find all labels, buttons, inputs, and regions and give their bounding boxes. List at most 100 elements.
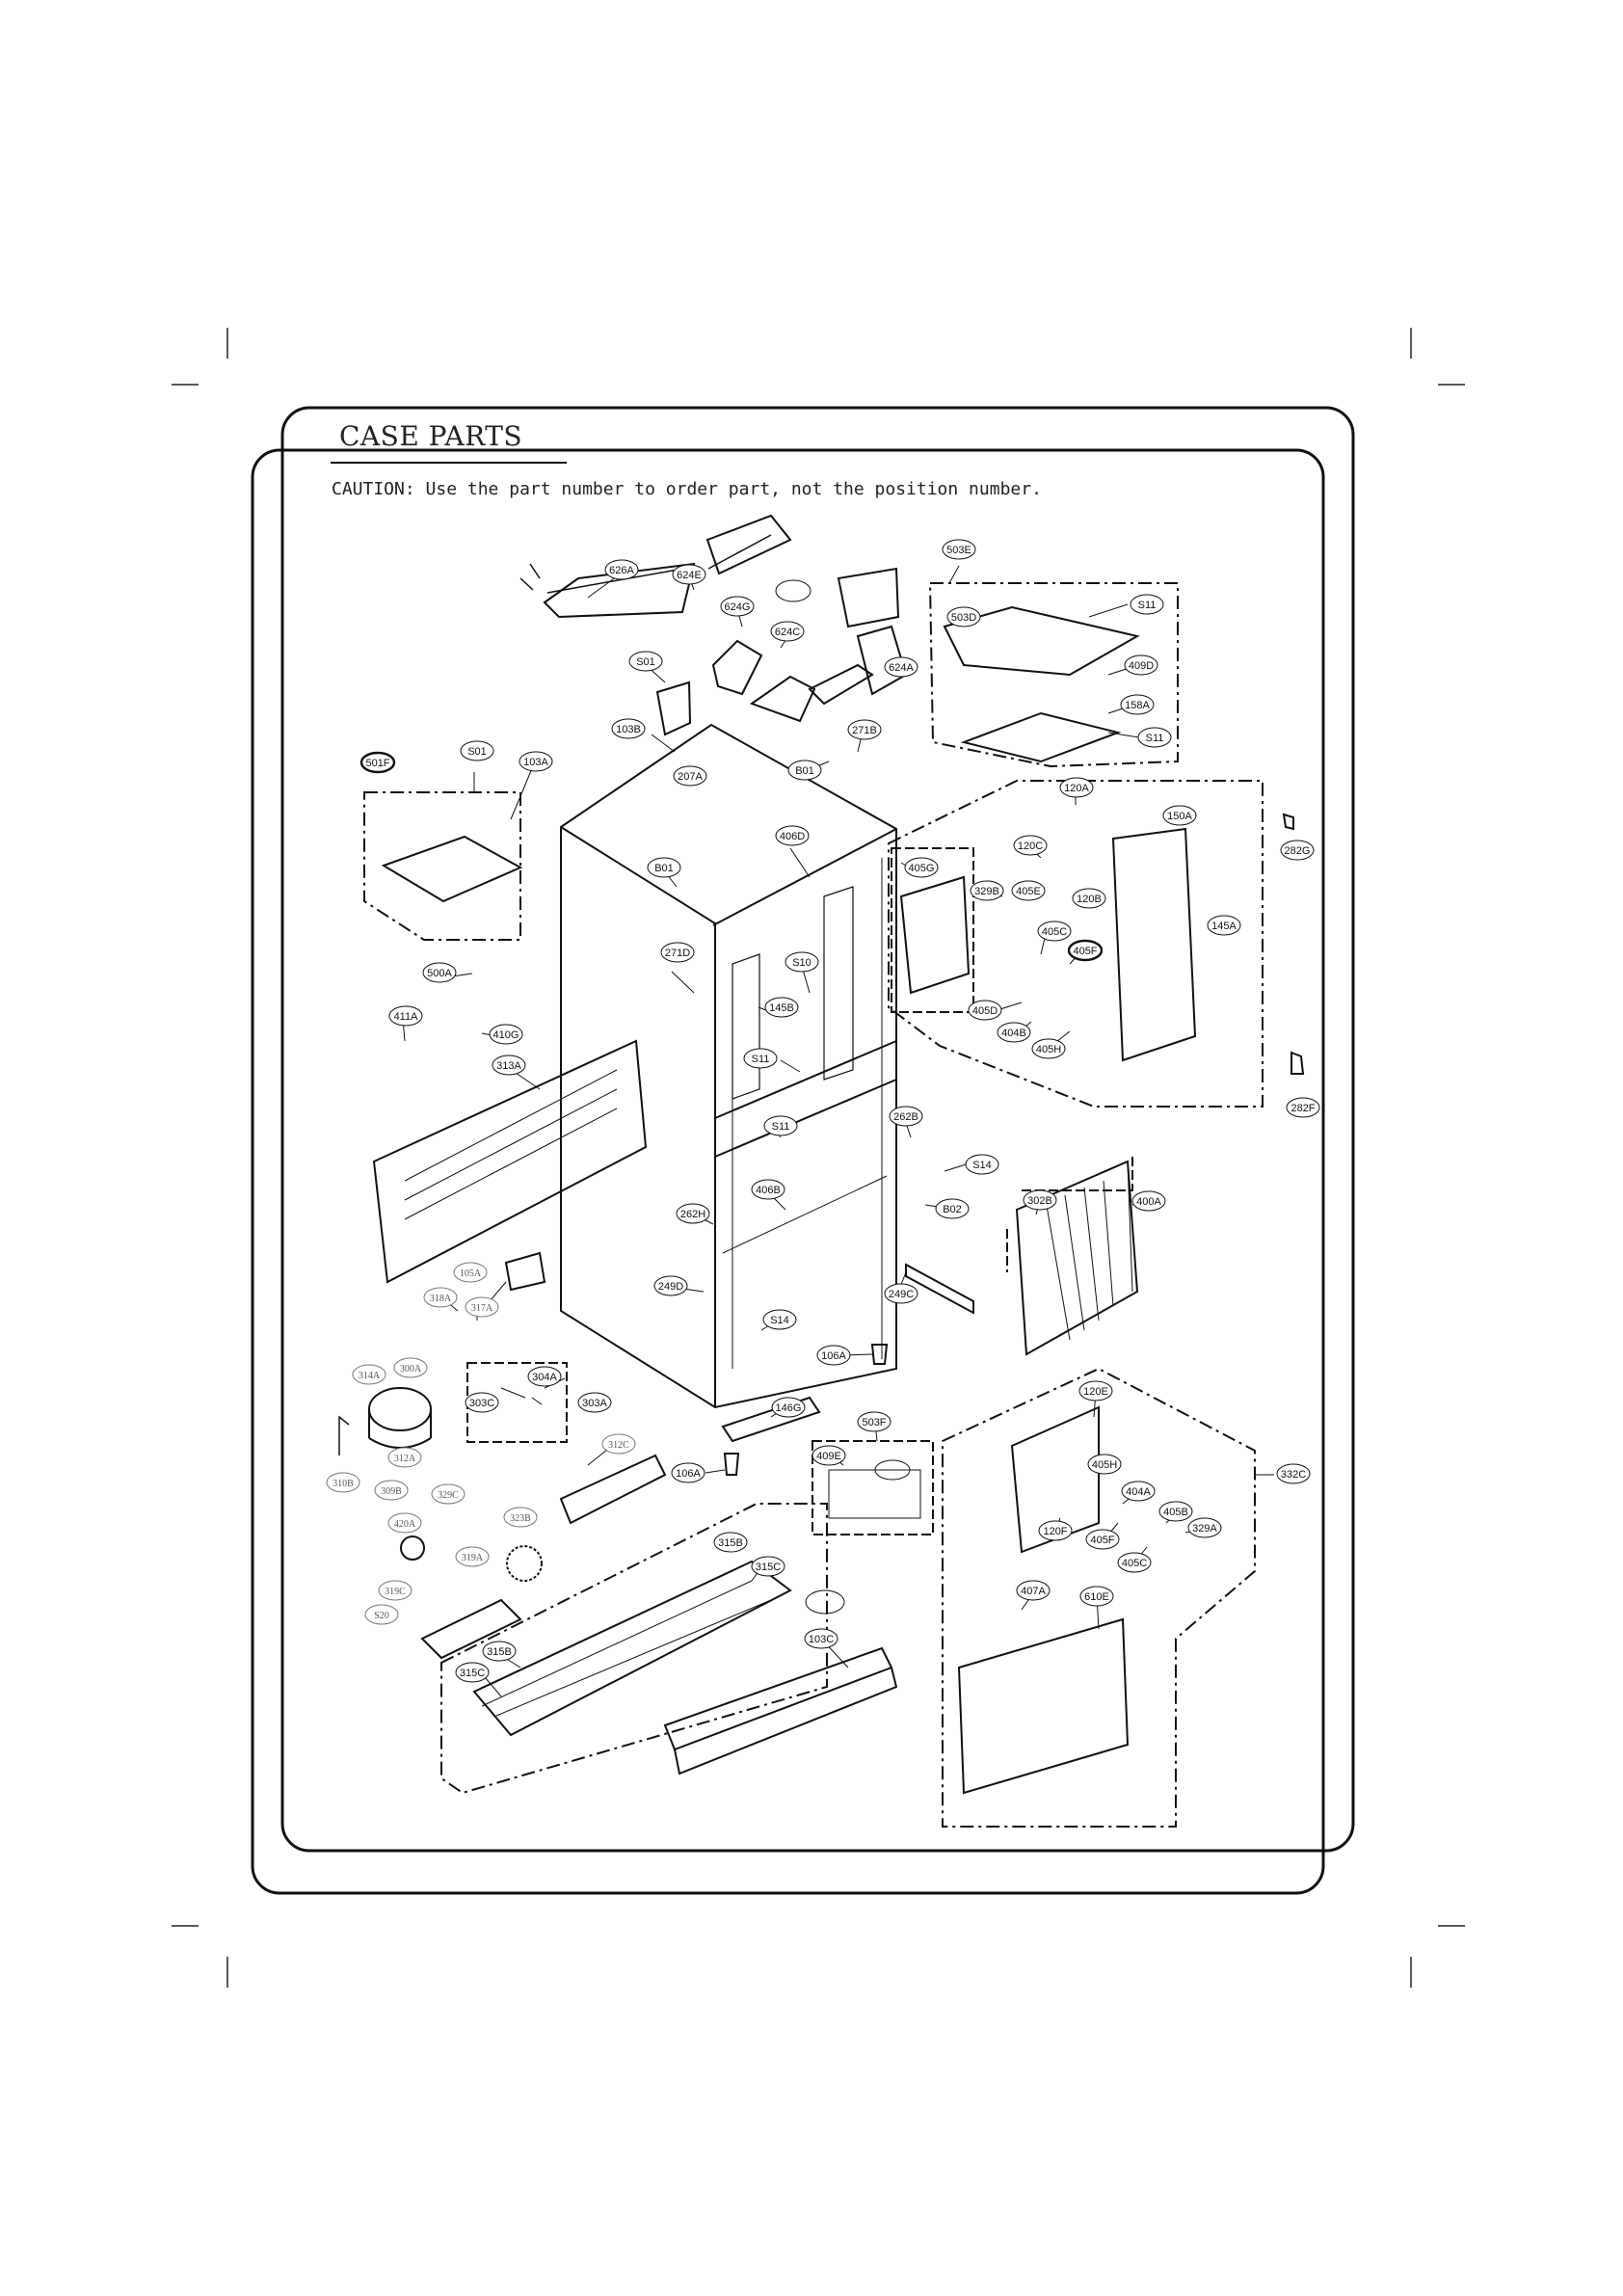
callout-120e: 120E xyxy=(1078,1380,1113,1402)
callout-s14: S14 xyxy=(762,1309,797,1330)
callout-oval xyxy=(904,857,939,878)
callout-text: 329C xyxy=(438,1490,459,1501)
callout-oval xyxy=(1137,727,1172,748)
callout-329c: 329C xyxy=(431,1483,466,1505)
callout-oval xyxy=(1187,1517,1222,1538)
callout-145a: 145A xyxy=(1207,915,1241,936)
callout-312a: 312A xyxy=(387,1447,422,1468)
callout-oval xyxy=(970,880,1004,901)
callout-oval xyxy=(763,1115,798,1136)
callout-oval xyxy=(785,951,819,973)
callout-145b: 145B xyxy=(764,997,799,1018)
callout-315b: 315B xyxy=(713,1532,748,1553)
callout-400a: 400A xyxy=(1131,1190,1166,1212)
callout-411a: 411A xyxy=(388,1005,423,1027)
callout-text: S20 xyxy=(374,1611,389,1621)
page-frames xyxy=(251,406,1355,1895)
callout-text: 404A xyxy=(1126,1486,1151,1498)
callout-s11: S11 xyxy=(1137,727,1172,748)
blank-callouts xyxy=(775,579,911,1615)
callout-oval xyxy=(465,1392,499,1413)
callout-303c: 303C xyxy=(465,1392,499,1413)
callout-249c: 249C xyxy=(884,1283,918,1304)
callout-text: 329A xyxy=(1192,1523,1217,1535)
callout-oval xyxy=(1280,840,1315,861)
callout-oval xyxy=(387,1512,422,1534)
callout-315c: 315C xyxy=(751,1556,785,1577)
callout-315b: 315B xyxy=(482,1641,517,1662)
callout-text: S01 xyxy=(467,746,487,758)
callout-text: 405C xyxy=(1042,926,1067,938)
callout-oval xyxy=(359,751,396,774)
callout-oval xyxy=(743,1048,778,1069)
callout-262h: 262H xyxy=(676,1203,710,1224)
callout-405c: 405C xyxy=(1117,1552,1152,1573)
callout-text: 409D xyxy=(1129,660,1154,672)
callout-oval xyxy=(764,997,799,1018)
callout-oval xyxy=(1162,805,1197,826)
callout-text: B02 xyxy=(943,1204,962,1215)
callout-oval xyxy=(847,719,882,740)
callout-315c: 315C xyxy=(455,1662,490,1683)
callout-b02: B02 xyxy=(935,1198,970,1219)
callout-405b: 405B xyxy=(1158,1501,1193,1522)
callout-text: 271D xyxy=(665,948,690,959)
callout-text: 150A xyxy=(1167,811,1192,822)
callout-text: 309B xyxy=(381,1486,402,1497)
callout-oval xyxy=(326,1472,360,1493)
callout-oval xyxy=(751,1556,785,1577)
callout-text: 405C xyxy=(1122,1558,1147,1569)
callout-text: 145A xyxy=(1211,921,1237,932)
callout-text: 282G xyxy=(1285,845,1311,857)
callout-404a: 404A xyxy=(1121,1481,1156,1502)
callout-text: 249C xyxy=(889,1289,914,1300)
callout-304a: 304A xyxy=(527,1366,562,1387)
callout-312c: 312C xyxy=(601,1433,636,1455)
callout-text: 501F xyxy=(365,758,389,769)
callout-oval xyxy=(503,1507,538,1528)
callout-text: S14 xyxy=(972,1160,992,1171)
callout-text: 405H xyxy=(1092,1459,1117,1471)
callout-120a: 120A xyxy=(1059,777,1094,798)
callout-oval xyxy=(935,1198,970,1219)
callout-text: 405F xyxy=(1073,946,1097,957)
callout-249d: 249D xyxy=(653,1275,688,1296)
callout-text: 315B xyxy=(718,1537,743,1549)
crop-marks xyxy=(172,328,1465,1988)
callout-text: 405G xyxy=(909,863,935,874)
page-title: CASE PARTS xyxy=(339,420,523,452)
callout-407a: 407A xyxy=(1016,1580,1051,1601)
callout-text: 120C xyxy=(1018,841,1043,852)
callout-105a: 105A xyxy=(453,1262,488,1283)
callout-oval xyxy=(519,751,553,772)
callout-405c: 405C xyxy=(1037,921,1072,942)
callout-oval xyxy=(775,825,810,846)
callout-text: 624A xyxy=(889,662,914,674)
callout-oval xyxy=(647,857,681,878)
drawing-lines xyxy=(338,514,1305,1828)
callout-oval xyxy=(604,559,639,580)
callout-oval xyxy=(812,1445,846,1466)
callout-text: 120A xyxy=(1064,783,1089,794)
callout-text: 323B xyxy=(510,1513,531,1524)
callout-624g: 624G xyxy=(720,596,755,617)
callout-626a: 626A xyxy=(604,559,639,580)
callout-317a: 317A xyxy=(465,1296,499,1318)
callout-120f: 120F xyxy=(1038,1520,1073,1541)
callout-text: 315C xyxy=(756,1562,781,1573)
callout-text: 624G xyxy=(725,601,751,613)
callout-oval xyxy=(1067,939,1104,962)
callout-oval xyxy=(1016,1580,1051,1601)
callout-oval xyxy=(611,718,646,739)
callout-text: 405F xyxy=(1090,1535,1114,1546)
callout-text: S11 xyxy=(772,1121,790,1133)
callout-oval xyxy=(1124,654,1158,676)
callout-103c: 103C xyxy=(804,1628,838,1649)
callout-oval xyxy=(1037,921,1072,942)
callout-text: 105A xyxy=(460,1268,482,1279)
callout-271b: 271B xyxy=(847,719,882,740)
callout-420a: 420A xyxy=(387,1512,422,1534)
callout-text: S11 xyxy=(752,1054,770,1065)
callout-text: 318A xyxy=(430,1294,452,1304)
callout-text: 271B xyxy=(852,725,877,736)
